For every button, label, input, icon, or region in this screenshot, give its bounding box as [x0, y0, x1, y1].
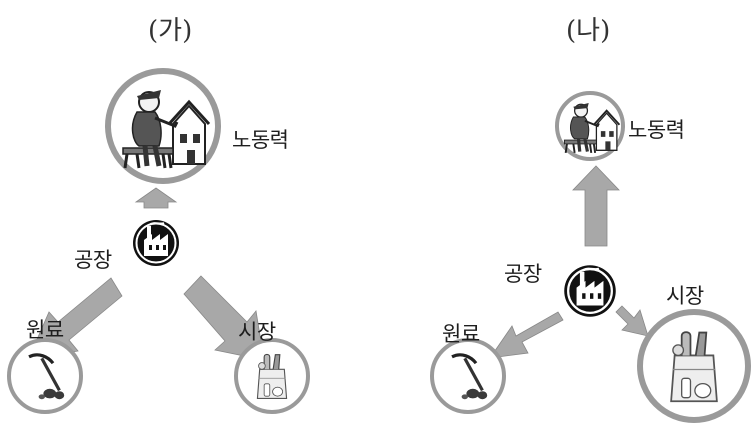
- panel-a-label-raw: 원료: [26, 318, 64, 342]
- panel-b-label-factory: 공장: [504, 262, 542, 286]
- panel-a-title: (가): [148, 16, 193, 46]
- panel-a-label-market: 시장: [238, 320, 276, 344]
- panel-b: [430, 91, 751, 423]
- panel-a-label-factory: 공장: [74, 248, 112, 272]
- raw-circle: [7, 338, 83, 414]
- panel-b-label-raw: 원료: [442, 322, 480, 346]
- arrow-factory-to-labor: [134, 187, 178, 209]
- arrow-factory-to-labor: [572, 165, 620, 247]
- arrow-factory-to-market: [615, 305, 649, 337]
- panel-a-label-labor: 노동력: [232, 128, 289, 152]
- panel-b-label-market: 시장: [666, 284, 704, 308]
- factory-icon: [132, 219, 180, 267]
- panel-b-title: (나): [566, 16, 611, 46]
- panel-b-label-labor: 노동력: [628, 118, 685, 142]
- panel-a: [7, 68, 310, 414]
- raw-circle: [430, 338, 506, 414]
- arrow-factory-to-raw: [489, 311, 564, 359]
- arrow-factory-to-market: [183, 275, 265, 361]
- factory-icon: [563, 264, 617, 318]
